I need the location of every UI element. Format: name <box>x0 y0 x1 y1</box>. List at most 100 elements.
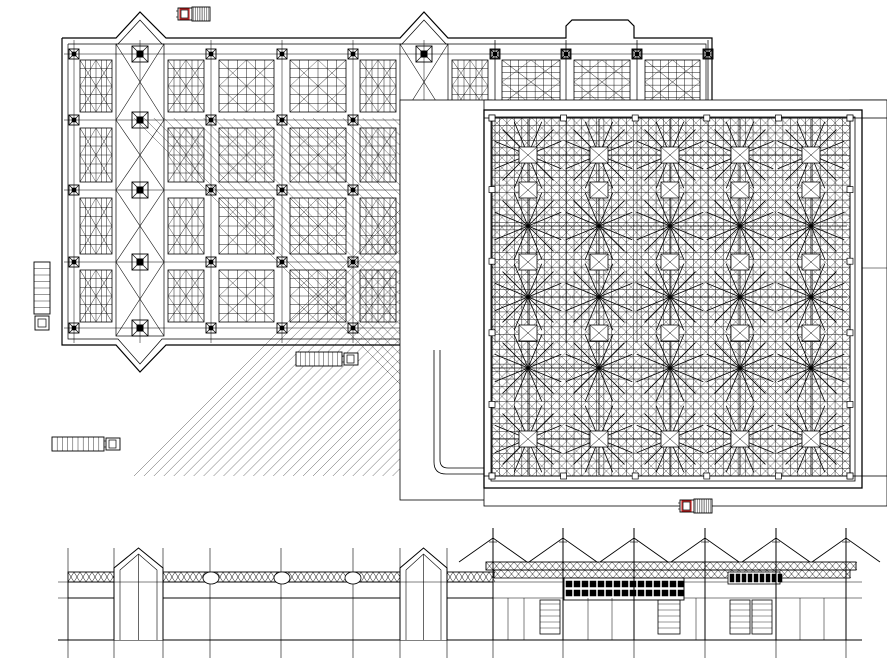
truck-cab-highlight <box>179 8 190 20</box>
skylight <box>589 430 609 448</box>
pyramid-hub <box>634 261 706 333</box>
skylight <box>660 181 680 199</box>
column-marker <box>846 329 854 337</box>
pyramid-hub <box>492 190 564 262</box>
roof-panel <box>218 197 275 255</box>
column-marker <box>488 186 496 193</box>
right-elevation-block <box>485 561 858 640</box>
skylight <box>730 146 750 164</box>
skylight <box>589 146 609 164</box>
roof-peak <box>811 528 881 640</box>
column-marker <box>488 114 496 122</box>
pyramid-hub <box>775 261 847 333</box>
roof-panel <box>218 127 275 183</box>
pyramid-hub <box>704 261 776 333</box>
skylight <box>801 146 821 164</box>
skylight <box>730 253 750 271</box>
diagonal-bay-0 <box>115 43 165 337</box>
skylight <box>518 324 538 342</box>
column-marker <box>560 472 567 480</box>
column-marker <box>846 114 854 122</box>
column-marker <box>703 472 711 480</box>
column-marker <box>131 111 149 129</box>
column-marker <box>276 256 288 268</box>
truss-band <box>67 571 117 641</box>
pyramid-hub <box>563 332 635 404</box>
skylight <box>801 253 821 271</box>
skylight <box>730 324 750 342</box>
skylight <box>801 181 821 199</box>
gable-0 <box>113 547 164 640</box>
column-capital <box>202 571 220 585</box>
vehicles <box>33 6 713 514</box>
pyramid-hub <box>704 332 776 404</box>
roof-panel <box>289 59 347 113</box>
roof-panel <box>79 269 113 323</box>
roof-panel <box>644 59 701 105</box>
roof-panel <box>167 197 205 255</box>
roof-panel <box>218 269 275 323</box>
truck-left-vertical <box>33 261 51 331</box>
gable-1 <box>399 547 448 640</box>
column-marker <box>488 257 496 265</box>
column-marker <box>846 257 854 265</box>
column-marker <box>560 114 567 122</box>
skylight <box>730 181 750 199</box>
roof-panel <box>79 127 113 183</box>
column-marker <box>276 184 288 196</box>
roof-panel <box>218 59 275 113</box>
skylight <box>589 181 609 199</box>
skylight <box>589 253 609 271</box>
skylight <box>518 181 538 199</box>
road-edge-inner <box>439 350 484 469</box>
roof-panel <box>79 197 113 255</box>
pyramid-hub <box>492 332 564 404</box>
column-marker <box>631 114 639 122</box>
column-marker <box>488 472 496 480</box>
column-marker <box>276 114 288 126</box>
skylight <box>660 324 680 342</box>
facade-door <box>729 599 751 635</box>
roof-panel <box>359 269 397 323</box>
pyramid-hub <box>775 190 847 262</box>
column-marker <box>68 256 80 268</box>
roof-peak <box>670 528 740 640</box>
roof-panel <box>167 59 205 113</box>
roof-panel <box>167 127 205 183</box>
right-building-plan <box>133 99 887 507</box>
truck-bottom-right <box>678 498 713 514</box>
column-capital <box>273 571 291 585</box>
column-marker <box>205 256 217 268</box>
skylight <box>518 253 538 271</box>
column-marker <box>205 114 217 126</box>
column-marker <box>68 184 80 196</box>
column-marker <box>131 253 149 271</box>
column-marker <box>68 322 80 334</box>
roof-panel <box>573 59 631 105</box>
column-marker <box>846 472 854 480</box>
column-marker <box>68 48 80 60</box>
skylight <box>660 430 680 448</box>
truck-cab-highlight <box>681 500 692 512</box>
truck-center <box>295 351 359 367</box>
pyramid-hub <box>634 332 706 404</box>
facade-door <box>539 599 561 635</box>
column-marker <box>488 329 496 337</box>
truck-top-left <box>176 6 211 22</box>
column-marker <box>631 472 639 480</box>
roof-peak <box>599 528 669 640</box>
column-marker <box>775 114 782 122</box>
column-marker <box>846 401 854 408</box>
column-marker <box>490 49 500 59</box>
roof-panel <box>359 59 397 113</box>
column-marker <box>131 45 149 63</box>
skylight <box>801 430 821 448</box>
roof-panel <box>289 269 347 323</box>
skylight <box>730 430 750 448</box>
column-marker <box>68 114 80 126</box>
column-marker <box>703 49 713 59</box>
skylight <box>589 324 609 342</box>
front-elevation <box>58 528 881 658</box>
column-marker <box>846 186 854 193</box>
column-marker <box>415 45 433 63</box>
